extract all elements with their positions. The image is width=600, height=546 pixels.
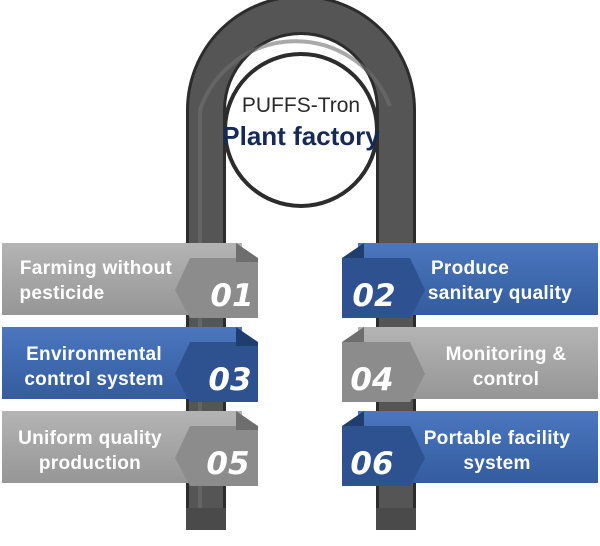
item-01-arrow-tab [175, 258, 258, 318]
item-01-number: 01 [210, 278, 253, 314]
item-05-label-line2: production [39, 453, 141, 474]
center-title-line2: Plant factory [222, 121, 380, 151]
item-06-label-line2: system [463, 453, 530, 474]
item-06-label-line1: Portable facility [424, 428, 571, 449]
item-05-label-line1: Uniform quality [18, 428, 162, 449]
center-title: PUFFS-Tron Plant factory [222, 94, 380, 151]
item-04: Monitoring & control 04 [342, 327, 598, 402]
item-02-arrow-tab [342, 258, 425, 318]
item-03: Environmental control system 03 [2, 327, 258, 402]
item-06-arrow-tab [342, 426, 425, 486]
item-06-number: 06 [350, 446, 393, 482]
item-01: Farming without pesticide 01 [2, 243, 258, 318]
item-01-label-line2: pesticide [19, 283, 104, 304]
item-02-number: 02 [352, 278, 395, 314]
item-03-label-line2: control system [24, 369, 163, 390]
center-title-line1: PUFFS-Tron [242, 94, 360, 117]
item-03-number: 03 [208, 362, 251, 398]
item-04-number: 04 [350, 362, 393, 398]
item-03-arrow-tab [175, 342, 258, 402]
item-05-arrow-tab [175, 426, 258, 486]
item-04-arrow-tab [342, 342, 425, 402]
item-04-label-line2: control [473, 369, 540, 390]
item-03-label-line1: Environmental [26, 344, 162, 365]
item-01-label-line1: Farming without [20, 258, 173, 279]
item-04-label-line1: Monitoring & [446, 344, 567, 365]
item-05-number: 05 [206, 446, 249, 482]
item-05: Uniform quality production 05 [2, 411, 258, 486]
item-02-label-line1: Produce [431, 258, 509, 279]
item-02-label-line2: sanitary quality [428, 283, 572, 304]
item-02: Produce sanitary quality 02 [342, 243, 598, 318]
item-06: Portable facility system 06 [342, 411, 598, 486]
tube-loop [186, 0, 416, 530]
